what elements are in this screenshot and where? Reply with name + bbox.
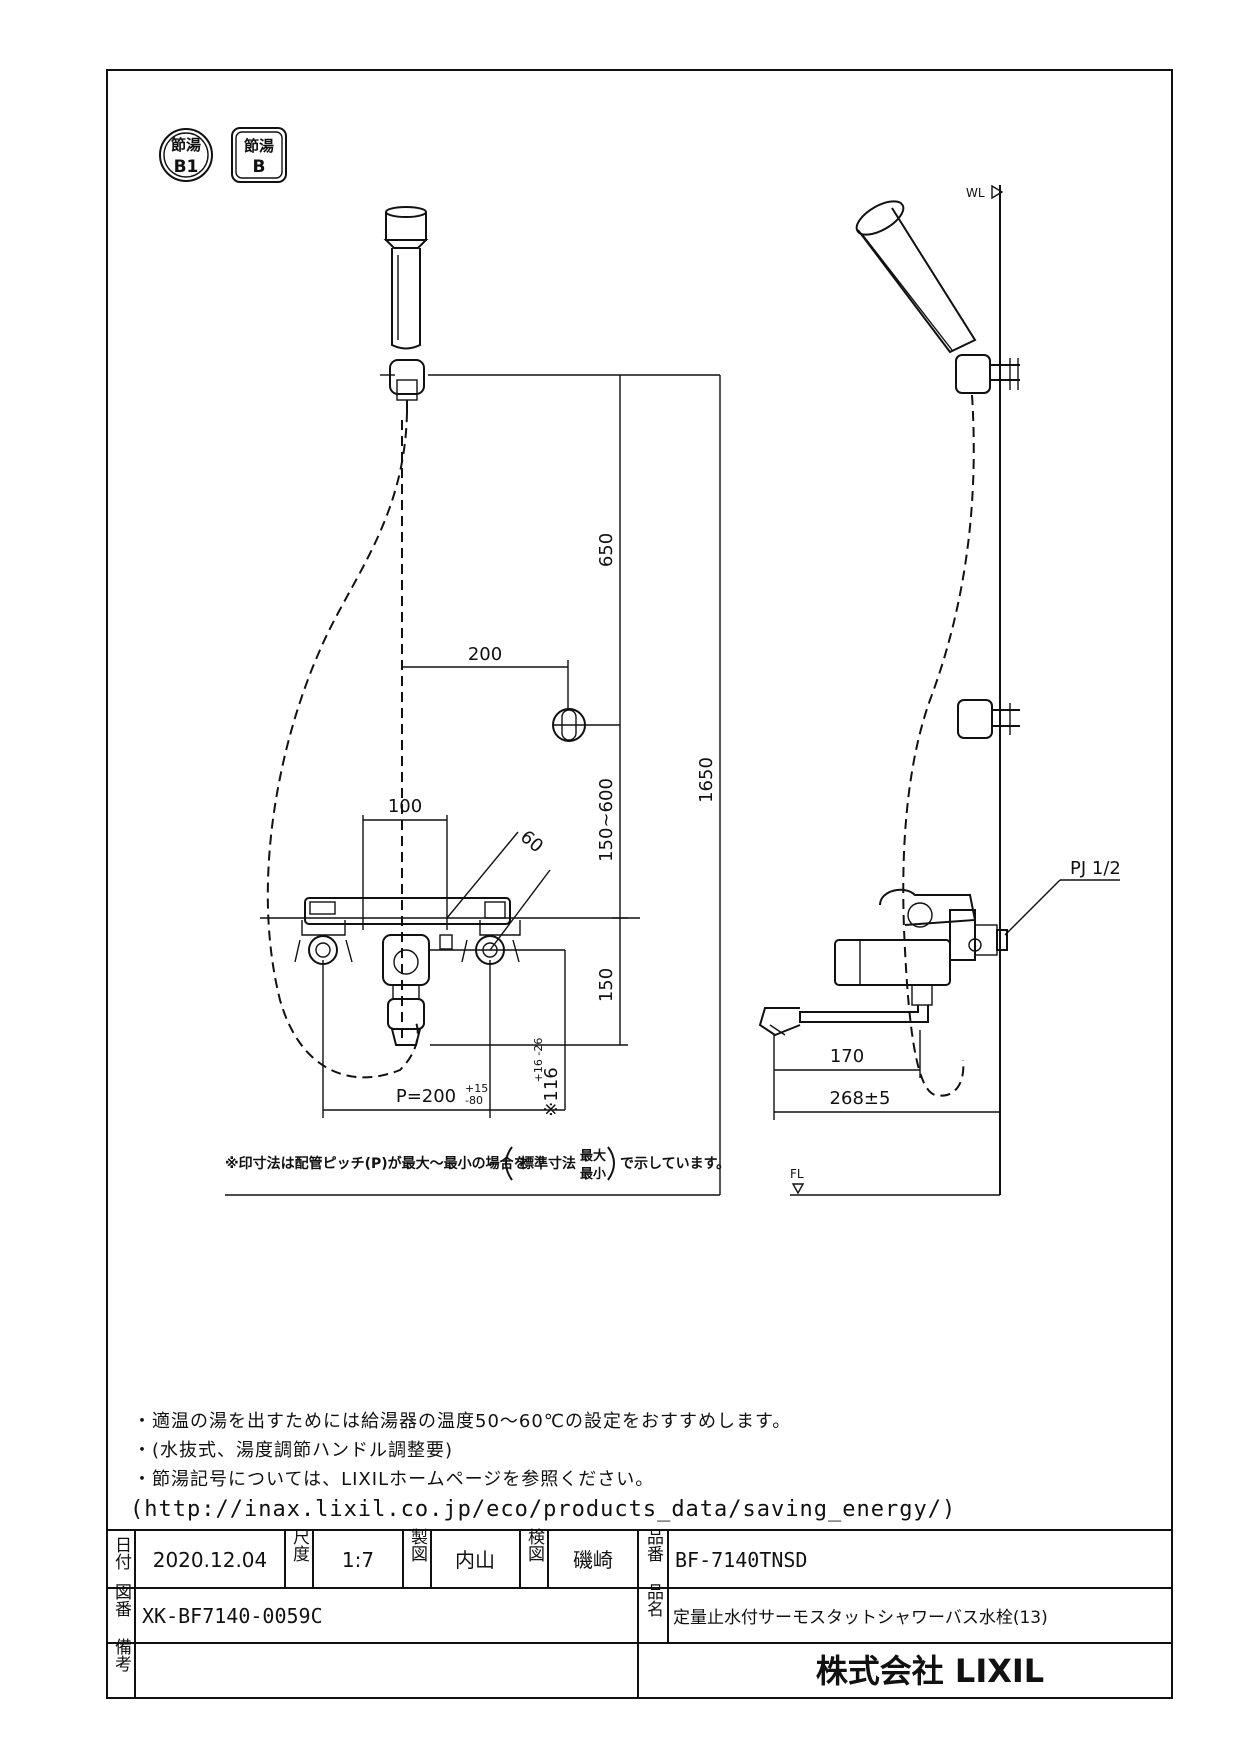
dim-116-tol: +16 -26 (532, 1038, 545, 1083)
note-2: ・(水抜式、湯度調節ハンドル調整要) (133, 1440, 453, 1461)
faucet-body-front (260, 897, 640, 1046)
scale-label: 尺度 (289, 1528, 310, 1562)
drawing-no-value: XK-BF7140-0059C (142, 1604, 323, 1628)
svg-text:最小: 最小 (580, 1167, 606, 1182)
hose-front (266, 411, 419, 1079)
name-value: 定量止水付サーモスタットシャワーバス水栓(13) (673, 1608, 1048, 1628)
part-no-value: BF-7140TNSD (675, 1548, 807, 1572)
name-label: 品名 (643, 1583, 664, 1617)
remarks-label: 備考 (111, 1638, 132, 1673)
dim-116: ※116 (541, 1067, 562, 1116)
wall-bracket-side (957, 699, 1020, 739)
drawing-frame (106, 69, 1173, 1699)
scale-value: 1:7 (342, 1548, 374, 1572)
svg-text:標準寸法: 標準寸法 (520, 1155, 576, 1172)
part-no-label: 品番 (643, 1528, 664, 1562)
front-dimensions: 200 100 60 650 150~600 150 1650 (322, 374, 721, 1195)
wall-bracket-front (552, 708, 620, 742)
date-value: 2020.12.04 (153, 1548, 268, 1572)
note-3: ・節湯記号については、LIXILホームページを参照ください。 (133, 1469, 654, 1490)
svg-text:日付: 日付 (111, 1536, 132, 1571)
shower-head-front (383, 206, 429, 350)
dim-170: 170 (830, 1046, 864, 1067)
wl-label: WL (966, 186, 985, 200)
dim-150-600: 150~600 (596, 778, 617, 862)
faucet-body-side (758, 888, 1008, 1037)
side-dimensions: 170 268±5 (773, 1030, 1000, 1120)
shower-head-side (855, 200, 977, 354)
drawing-no-label: 図番 (111, 1583, 132, 1617)
dim-60: 60 (516, 826, 547, 857)
dim-268: 268±5 (830, 1088, 891, 1109)
front-view: 200 100 60 650 150~600 150 1650 (225, 206, 730, 1196)
pitch-note: ※印寸法は配管ピッチ(P)が最大～最小の場合を 標準寸法 最大 最小 で示してい… (225, 1146, 730, 1182)
badge-b: 節湯 B (231, 127, 287, 183)
notes: ・適温の湯を出すためには給湯器の温度50～60℃の設定をおすすめします。 ・(水… (130, 1411, 956, 1522)
svg-text:節湯: 節湯 (171, 136, 201, 154)
svg-text:B1: B1 (174, 157, 199, 177)
check-label: 検図 (524, 1528, 545, 1562)
fl-label: FL (790, 1167, 804, 1181)
slide-holder-front (380, 359, 425, 412)
badge-b1: 節湯 B1 (159, 128, 213, 182)
side-view: WL (758, 184, 1121, 1196)
dim-pitch: P=200 (396, 1086, 456, 1107)
hose-side (902, 394, 975, 1097)
svg-text:で示しています。: で示しています。 (620, 1156, 730, 1172)
note-4: (http://inax.lixil.co.jp/eco/products_da… (130, 1497, 956, 1522)
dim-pitch-tol-plus: +15 (465, 1082, 488, 1095)
title-block: 日付 2020.12.04 尺度 1:7 製図 内山 検図 磯崎 品番 BF-7… (107, 1528, 1172, 1698)
slide-holder-side (955, 354, 1020, 394)
svg-text:節湯: 節湯 (244, 137, 274, 155)
svg-text:B: B (253, 157, 266, 177)
dim-100: 100 (388, 796, 422, 817)
dim-pitch-tol-minus: -80 (465, 1094, 483, 1107)
dim-200: 200 (468, 644, 502, 665)
note-1: ・適温の湯を出すためには給湯器の温度50～60℃の設定をおすすめします。 (133, 1411, 791, 1432)
company-name: 株式会社 LIXIL (816, 1652, 1044, 1690)
dim-pj: PJ 1/2 (1070, 858, 1121, 879)
dim-650: 650 (596, 533, 617, 567)
drawn-label: 製図 (407, 1528, 428, 1562)
date-label: 日付 (111, 1536, 132, 1571)
dim-1650: 1650 (696, 757, 717, 803)
check-value: 磯崎 (573, 1548, 613, 1572)
drawn-value: 内山 (455, 1548, 495, 1572)
svg-text:※印寸法は配管ピッチ(P)が最大～最小の場合を: ※印寸法は配管ピッチ(P)が最大～最小の場合を (225, 1155, 528, 1172)
dim-150: 150 (596, 968, 617, 1002)
svg-text:最大: 最大 (580, 1148, 606, 1164)
